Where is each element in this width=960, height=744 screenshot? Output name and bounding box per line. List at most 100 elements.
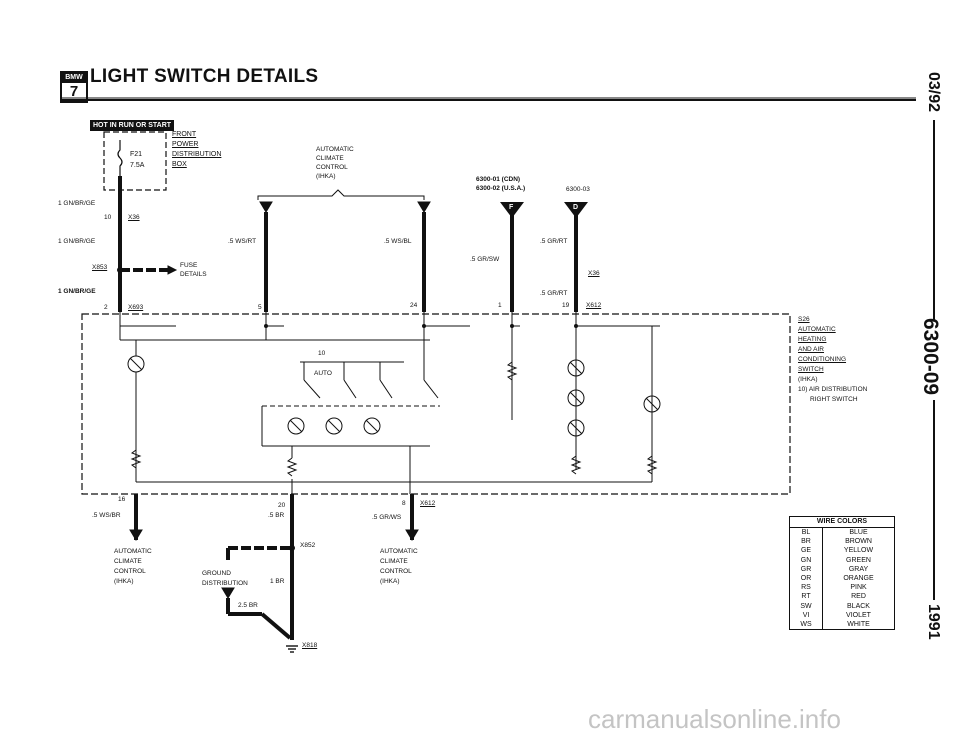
ihka-right-4: (IHKA) bbox=[380, 578, 400, 585]
wire-color-name: BLUE bbox=[849, 529, 868, 536]
fuse-details-2: DETAILS bbox=[180, 271, 207, 278]
connector-x693: X693 bbox=[128, 304, 144, 311]
s26-9: RIGHT SWITCH bbox=[810, 396, 858, 403]
fuse-details-1: FUSE bbox=[180, 262, 198, 269]
pin-19: 19 bbox=[562, 302, 570, 309]
ihka-top-4: (IHKA) bbox=[316, 173, 336, 180]
s26-6: SWITCH bbox=[798, 366, 824, 373]
pin-1: 1 bbox=[498, 302, 502, 309]
fuse-rating: 7.5A bbox=[130, 162, 145, 169]
bmw-7-logo: BMW 7 bbox=[60, 71, 88, 103]
wire-label-2: 1 GN/BR/GE bbox=[58, 238, 96, 245]
wire-color-name: ORANGE bbox=[843, 575, 874, 583]
wire-colors-title: WIRE COLORS bbox=[790, 517, 894, 528]
ref-d-letter: D bbox=[573, 204, 579, 211]
connector-x853: X853 bbox=[92, 264, 108, 271]
s26-8: 10) AIR DISTRIBUTION bbox=[798, 386, 868, 393]
wire-label-gr-rt-b: .5 GR/RT bbox=[540, 290, 568, 297]
side-year: 1991 bbox=[925, 604, 942, 640]
wire-color-code: SW bbox=[790, 601, 823, 611]
auto-label: AUTO bbox=[314, 370, 332, 377]
wire-color-code: GR bbox=[790, 564, 823, 575]
wire-color-row: BR BROWN bbox=[790, 537, 894, 547]
side-code: 6300-09 bbox=[919, 318, 942, 396]
wire-color-row: SW BLACK bbox=[790, 601, 894, 611]
s26-3: HEATING bbox=[798, 336, 827, 343]
connector-x36-b: X36 bbox=[588, 270, 600, 277]
wire-color-code: WS bbox=[790, 620, 823, 630]
front-power-box bbox=[103, 131, 167, 191]
connector-x612-a: X612 bbox=[586, 302, 602, 309]
ihka-left-2: CLIMATE bbox=[114, 558, 142, 565]
ihka-right-1: AUTOMATIC bbox=[380, 548, 418, 555]
s26-switch-box bbox=[81, 313, 791, 495]
ground-2: DISTRIBUTION bbox=[202, 580, 248, 587]
wire-label-gr-rt-a: .5 GR/RT bbox=[540, 238, 568, 245]
logo-bottom-text: 7 bbox=[69, 83, 79, 100]
wire-label-1br: 1 BR bbox=[270, 578, 285, 585]
connector-x612-b: X612 bbox=[420, 500, 436, 507]
wire-color-name: BROWN bbox=[845, 538, 872, 546]
wire-color-name: GREEN bbox=[846, 556, 871, 564]
arrow-ws-rt bbox=[259, 201, 273, 213]
wire-color-name: BLACK bbox=[847, 602, 870, 610]
watermark: carmanualsonline.info bbox=[588, 704, 841, 734]
wire-label-3: 1 GN/BR/GE bbox=[58, 288, 96, 295]
wire-label-ws-br: .5 WS/BR bbox=[92, 512, 121, 519]
pin-2: 2 bbox=[104, 304, 108, 311]
wire-color-name: WHITE bbox=[847, 621, 870, 629]
wire-color-name: VIOLET bbox=[846, 611, 871, 619]
ihka-left-3: CONTROL bbox=[114, 568, 146, 575]
ihka-top-1: AUTOMATIC bbox=[316, 146, 354, 153]
s26-7: (IHKA) bbox=[798, 376, 818, 383]
wire-label-br: .5 BR bbox=[268, 512, 285, 519]
wire-color-name: YELLOW bbox=[843, 547, 874, 555]
fuse-details-arrow bbox=[167, 265, 178, 275]
wire-color-row: OR ORANGE bbox=[790, 574, 894, 584]
fuse-f21 bbox=[117, 140, 123, 176]
wire-label-ws-rt: .5 WS/RT bbox=[228, 238, 257, 245]
wire-color-name: RED bbox=[851, 593, 866, 601]
logo-top-text: BMW bbox=[62, 73, 86, 83]
wire-color-row: GR GRAY bbox=[790, 564, 894, 575]
ihka-top-bracket bbox=[257, 189, 425, 200]
wire-label-gr-sw: .5 GR/SW bbox=[470, 256, 500, 263]
pin-5: 5 bbox=[258, 304, 262, 311]
wire-color-name: GRAY bbox=[848, 565, 869, 573]
ihka-left-1: AUTOMATIC bbox=[114, 548, 152, 555]
front-box-2: POWER bbox=[172, 141, 199, 148]
wire-label-1: 1 GN/BR/GE bbox=[58, 200, 96, 207]
ref-d-triangle bbox=[564, 202, 588, 218]
wire-color-code: BR bbox=[790, 537, 823, 547]
wire-color-name: PINK bbox=[850, 584, 867, 592]
s26-1: S26 bbox=[798, 316, 810, 323]
front-box-4: BOX bbox=[172, 161, 187, 168]
hot-in-run-banner: HOT IN RUN OR START bbox=[90, 120, 175, 131]
wire-label-2-5br: 2.5 BR bbox=[238, 602, 258, 609]
pin-8: 8 bbox=[402, 500, 406, 507]
wire-label-ws-bl: .5 WS/BL bbox=[384, 238, 412, 245]
front-box-1: FRONT bbox=[172, 131, 197, 138]
pin-10: 10 bbox=[104, 214, 112, 221]
ihka-right-3: CONTROL bbox=[380, 568, 412, 575]
wire-color-row: RS PINK bbox=[790, 583, 894, 593]
ref-cdn: 6300-01 (CDN) bbox=[476, 176, 521, 183]
ihka-top-2: CLIMATE bbox=[316, 155, 344, 162]
ref-usa: 6300-02 (U.S.A.) bbox=[476, 185, 526, 192]
ref-f-letter: F bbox=[509, 204, 514, 211]
ihka-top-3: CONTROL bbox=[316, 164, 348, 171]
wire-color-code: OR bbox=[790, 574, 823, 584]
wire-label-gr-ws: .5 GR/WS bbox=[372, 514, 402, 521]
connector-x818: X818 bbox=[302, 642, 318, 649]
pin-10-internal: 10 bbox=[318, 350, 326, 357]
wire-color-code: GE bbox=[790, 546, 823, 556]
pin-20: 20 bbox=[278, 502, 286, 509]
wire-color-code: RS bbox=[790, 583, 823, 593]
